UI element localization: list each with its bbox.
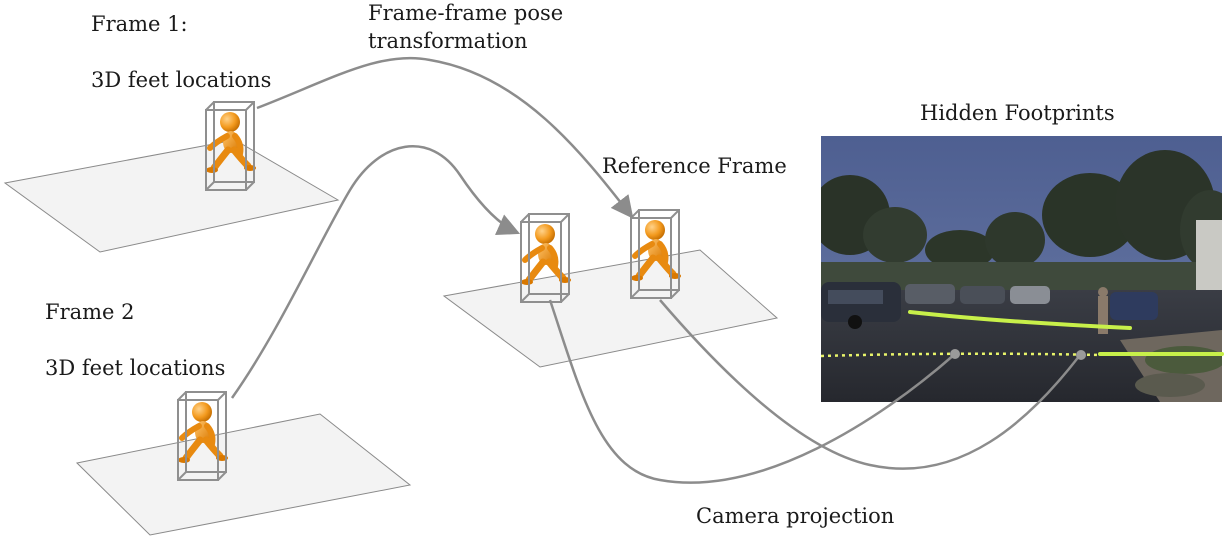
frame1-ground-plane	[3, 139, 340, 253]
projection-curve-a	[548, 299, 956, 484]
pose-arrow-frame2	[230, 145, 521, 399]
pose-label-line1: Frame-frame pose	[368, 1, 564, 25]
footprint-dotted-line	[820, 352, 1101, 358]
frame1-title: Frame 1:	[91, 12, 188, 36]
reference-ground-plane	[442, 249, 779, 368]
camera-image	[820, 136, 1224, 402]
projection-point-b	[1076, 350, 1086, 360]
projection-curve-b	[659, 299, 1081, 470]
frame2-ground-plane	[75, 413, 412, 536]
camera-projection-label: Camera projection	[696, 504, 895, 528]
frame2-title: Frame 2	[45, 300, 135, 324]
footprint-line-upper	[908, 310, 1132, 330]
hidden-footprints-label: Hidden Footprints	[920, 101, 1115, 125]
projection-point-a	[950, 349, 960, 359]
reference-frame-label: Reference Frame	[602, 154, 787, 178]
pose-label-line2: transformation	[368, 29, 528, 53]
frame2-subtitle: 3D feet locations	[45, 356, 226, 380]
frame1-subtitle: 3D feet locations	[91, 68, 272, 92]
pose-arrow-frame1	[256, 56, 634, 219]
